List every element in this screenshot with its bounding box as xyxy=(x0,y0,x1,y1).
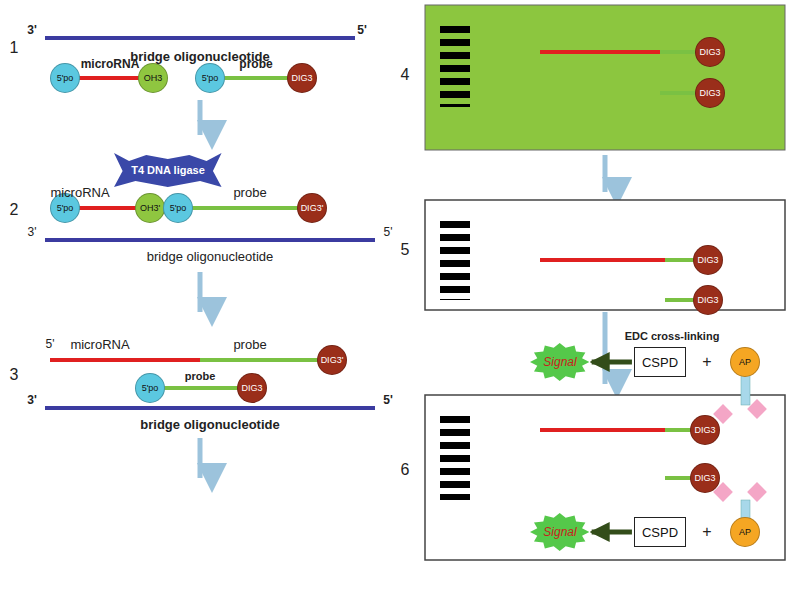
substrate-box: CSPD xyxy=(634,347,686,377)
membrane-panel xyxy=(425,200,785,310)
molecule-circle: 5'po xyxy=(163,193,193,223)
molecule-circle: AP xyxy=(730,517,760,547)
node-text: 5'po xyxy=(170,203,187,213)
signal-arrow xyxy=(592,530,632,535)
molecule-circle: DIG3' xyxy=(297,193,328,224)
molecule-circle: DIG3 xyxy=(690,463,720,493)
node-text: T4 DNA ligase xyxy=(131,164,205,176)
microrna-strand xyxy=(78,76,140,80)
probe-strand xyxy=(192,206,298,210)
step-arrow xyxy=(603,312,608,384)
node-text: 5'po xyxy=(202,73,219,83)
diagram-label: 3 xyxy=(10,366,19,384)
enzyme-shape: T4 DNA ligase xyxy=(114,153,222,187)
diagram-label: probe xyxy=(239,57,272,71)
probe-strand xyxy=(223,76,288,80)
bridge-strand xyxy=(45,238,375,242)
antibody xyxy=(713,482,767,519)
molecule-circle: DIG3 xyxy=(695,37,725,67)
diagram-label: probe xyxy=(185,370,216,382)
molecule-circle: DIG3 xyxy=(695,78,725,108)
molecule-circle: AP xyxy=(730,347,760,377)
diagram-label: + xyxy=(702,353,711,371)
molecule-circle: OH3' xyxy=(135,193,165,223)
probe-strand xyxy=(200,358,318,362)
diagram-label: 3' xyxy=(27,393,37,407)
molecule-circle: DIG3 xyxy=(287,63,317,93)
molecule-circle: DIG3 xyxy=(690,415,720,445)
diagram-label: microRNA xyxy=(81,57,140,71)
probe-strand xyxy=(163,386,238,390)
diagram-label: microRNA xyxy=(70,337,129,352)
node-text: CSPD xyxy=(642,525,678,540)
node-text: Signal xyxy=(543,355,576,369)
molecule-circle: 5'po xyxy=(135,373,165,403)
diagram-label: EDC cross-linking xyxy=(625,330,720,342)
diagram-label: 2 xyxy=(10,201,19,219)
molecule-circle: OH3 xyxy=(138,63,168,93)
diagram-label: 6 xyxy=(401,461,410,479)
node-text: 5'po xyxy=(57,203,74,213)
bridge-strand xyxy=(45,406,375,410)
node-text: DIG3' xyxy=(321,355,344,365)
antibody xyxy=(713,375,767,424)
diagram-label: 3' xyxy=(27,23,37,37)
node-text: CSPD xyxy=(642,355,678,370)
node-text: AP xyxy=(739,357,751,367)
diagram-label: 5 xyxy=(401,241,410,259)
node-text: 5'po xyxy=(57,73,74,83)
diagram-label: 5' xyxy=(46,337,55,351)
diagram-label: microRNA xyxy=(50,185,109,200)
node-text: DIG3 xyxy=(694,473,715,483)
diagram-label: 1 xyxy=(10,39,19,57)
molecule-circle: 5'po xyxy=(50,63,80,93)
node-text: DIG3 xyxy=(697,255,718,265)
diagram-label: 5' xyxy=(383,393,393,407)
diagram-label: + xyxy=(702,523,711,541)
signal-burst: Signal xyxy=(530,343,589,381)
substrate-box: CSPD xyxy=(634,517,686,547)
diagram-label: probe xyxy=(233,185,266,200)
marker-ladder xyxy=(440,22,470,107)
signal-burst: Signal xyxy=(530,513,589,551)
microrna-strand xyxy=(50,358,200,362)
diagram-label: probe xyxy=(233,337,266,352)
node-text: DIG3 xyxy=(241,383,262,393)
bridge-strand xyxy=(45,36,355,40)
node-text: DIG3 xyxy=(697,295,718,305)
signal-arrow xyxy=(592,360,632,365)
node-text: 5'po xyxy=(142,383,159,393)
node-text: OH3' xyxy=(140,203,160,213)
molecule-circle: DIG3 xyxy=(693,285,723,315)
node-text: DIG3' xyxy=(301,203,324,213)
node-text: AP xyxy=(739,527,751,537)
molecule-circle: DIG3' xyxy=(317,345,348,376)
diagram-label: 4 xyxy=(401,66,410,84)
diagram-label: bridge oligonucleotide xyxy=(147,249,273,264)
node-text: DIG3 xyxy=(694,425,715,435)
diagram-label: bridge oligonucleotide xyxy=(140,417,279,432)
marker-ladder xyxy=(440,215,470,300)
node-text: DIG3 xyxy=(699,47,720,57)
molecule-circle: 5'po xyxy=(195,63,225,93)
node-text: Signal xyxy=(543,525,576,539)
diagram-label: 5' xyxy=(384,225,393,239)
marker-ladder xyxy=(440,415,470,500)
microrna-strand xyxy=(78,206,137,210)
membrane-panel xyxy=(425,395,785,560)
diagram-label: 5' xyxy=(357,23,367,37)
molecule-circle: DIG3 xyxy=(693,245,723,275)
node-text: DIG3 xyxy=(291,73,312,83)
molecule-circle: DIG3 xyxy=(237,373,267,403)
node-text: DIG3 xyxy=(699,88,720,98)
node-text: OH3 xyxy=(144,73,163,83)
diagram-label: 3' xyxy=(28,225,37,239)
membrane-panel xyxy=(425,5,785,150)
